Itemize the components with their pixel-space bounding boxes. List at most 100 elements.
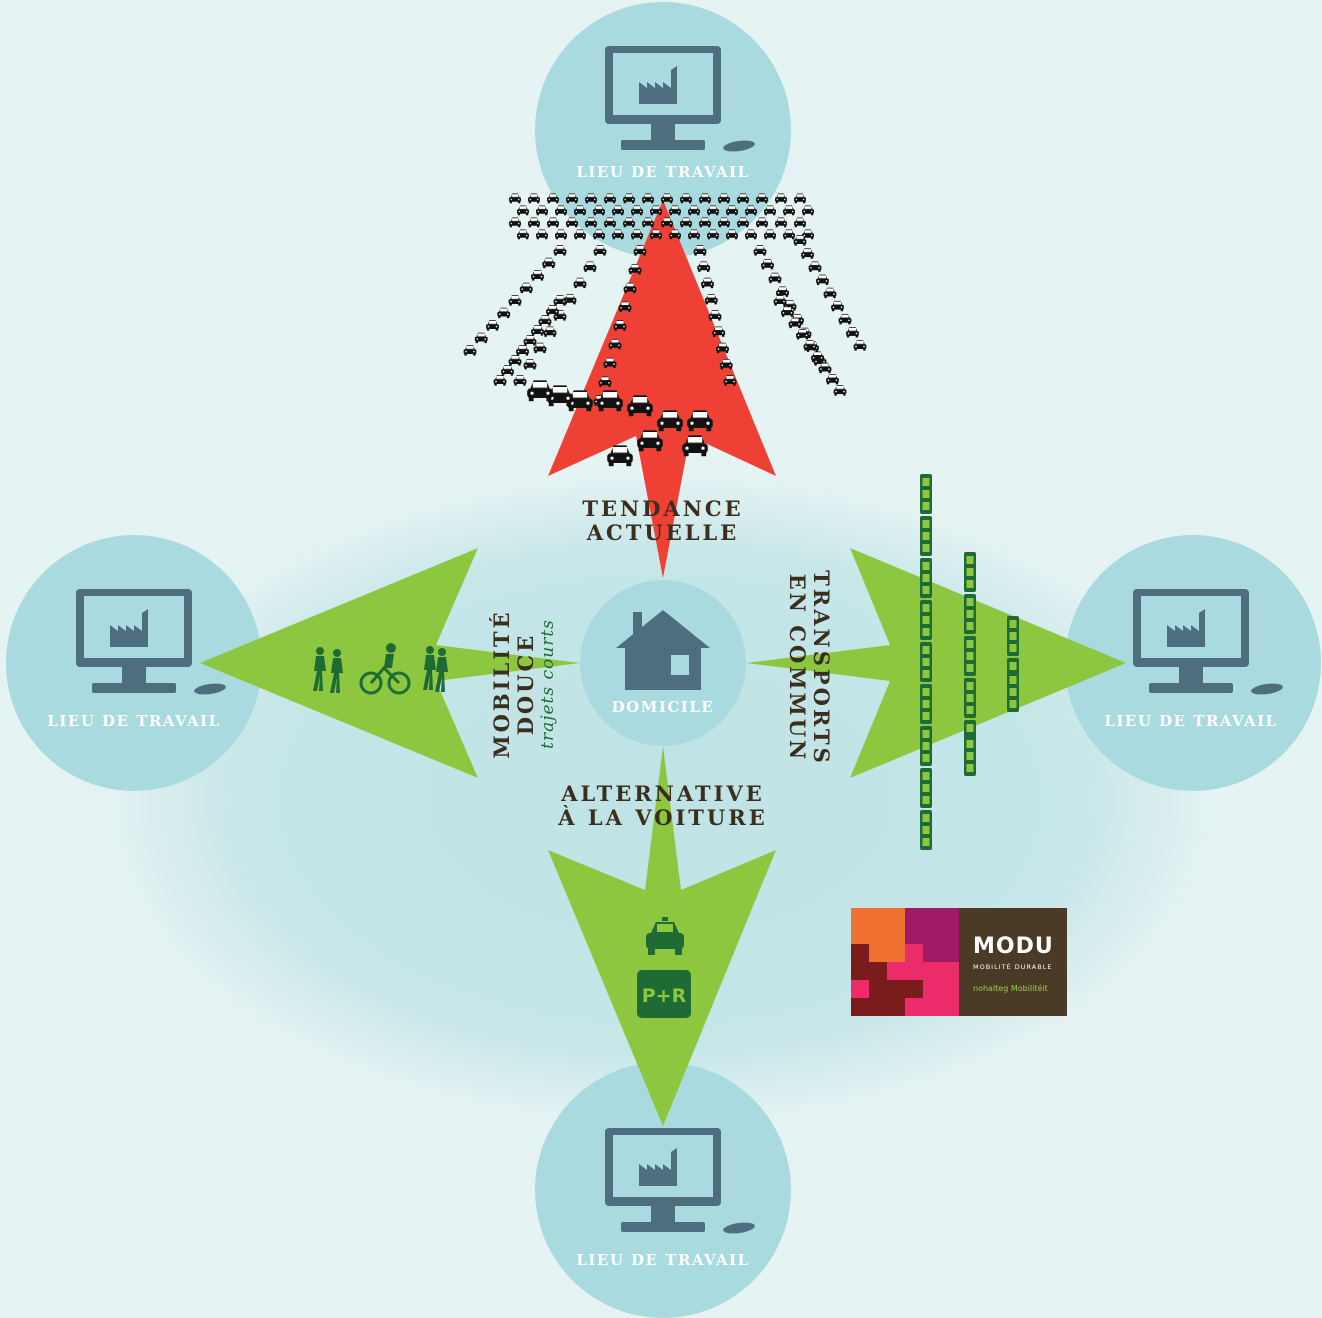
car-icon <box>745 229 757 240</box>
car-icon <box>531 325 544 336</box>
car-icon <box>463 345 477 356</box>
car-icon <box>508 295 522 306</box>
car-icon <box>775 217 787 228</box>
soft-mobility-icons <box>313 643 448 695</box>
car-icon <box>509 193 521 204</box>
car-icon <box>823 287 837 299</box>
car-icon <box>546 305 559 316</box>
car-icon <box>517 229 529 240</box>
car-icon <box>773 295 787 306</box>
workplace-right-label: LIEU DE TRAVAIL <box>1104 712 1278 730</box>
car-icon <box>646 917 684 955</box>
logo-subtitle: MOBILITÉ DURABLE <box>973 963 1053 971</box>
arrow-down-label: ALTERNATIVE À LA VOITURE <box>513 782 813 830</box>
car-icon <box>519 282 533 294</box>
parking-label: P+R <box>642 985 687 1007</box>
tram-icon <box>1007 616 1019 712</box>
arrow-left-label: MOBILITÉ DOUCE trajets courts <box>489 584 568 784</box>
car-icon <box>516 345 529 356</box>
arrow-up-line2: ACTUELLE <box>586 520 740 545</box>
logo-title: MODU <box>973 934 1054 959</box>
car-icon <box>553 295 567 306</box>
car-icon <box>761 258 774 270</box>
car-icon <box>833 385 847 396</box>
car-icon <box>513 375 527 386</box>
car-icon <box>543 326 557 337</box>
tram-icon <box>964 552 976 776</box>
parking-icon: P+R <box>637 970 691 1018</box>
car-icon <box>831 300 844 312</box>
arrow-up-line1: TENDANCE <box>582 496 744 521</box>
car-icon <box>794 193 806 204</box>
car-icon <box>531 270 544 281</box>
car-icon <box>553 245 567 256</box>
car-icon <box>794 217 806 228</box>
car-icon <box>573 277 587 289</box>
red-arrow-up <box>548 200 776 578</box>
arrow-down-line2: À LA VOITURE <box>558 805 768 830</box>
car-icon <box>768 272 782 284</box>
car-icon <box>542 257 556 269</box>
car-icon <box>756 217 768 228</box>
car-icon <box>802 205 814 216</box>
car-icon <box>497 307 511 319</box>
car-icon <box>818 362 832 374</box>
arrow-right-line1: TRANSPORTS <box>809 570 834 766</box>
tram-icon <box>920 474 932 850</box>
car-icon <box>701 277 714 289</box>
arrow-down-line1: ALTERNATIVE <box>561 781 765 806</box>
cyclist-icon <box>359 643 411 695</box>
car-icon <box>574 229 586 240</box>
logo-tagline: nohalteg Mobilitéit <box>973 984 1048 993</box>
workplace-top-label: LIEU DE TRAVAIL <box>576 163 750 181</box>
car-icon <box>708 310 722 321</box>
modu-logo: MODU MOBILITÉ DURABLE nohalteg Mobilitéi… <box>851 908 1067 1016</box>
car-icon <box>547 217 559 228</box>
car-icon <box>704 293 718 305</box>
car-icon <box>517 205 529 216</box>
arrow-left-line2: DOUCE <box>513 632 538 736</box>
car-icon <box>764 205 776 216</box>
home-label: DOMICILE <box>611 698 715 716</box>
car-icon <box>697 261 711 272</box>
car-icon <box>536 229 548 240</box>
car-icon <box>816 274 829 285</box>
workplace-bottom <box>535 1062 791 1318</box>
car-icon <box>764 229 776 240</box>
workplace-right <box>1065 535 1321 791</box>
workplace-left <box>6 535 262 791</box>
car-icon <box>583 261 597 272</box>
car-icon <box>853 340 867 351</box>
car-icon <box>493 375 507 386</box>
car-icon <box>801 248 814 259</box>
green-arrow-right <box>746 548 1126 778</box>
car-icon <box>528 193 540 204</box>
car-icon <box>808 261 822 272</box>
home-node <box>580 580 746 746</box>
car-icon <box>508 355 522 366</box>
car-icon <box>486 320 499 331</box>
car-icon <box>527 380 553 402</box>
car-icon <box>555 229 567 240</box>
car-icon <box>536 205 548 216</box>
car-icon <box>775 193 787 204</box>
workplace-bottom-label: LIEU DE TRAVAIL <box>576 1251 750 1269</box>
car-icon <box>753 245 767 256</box>
car-icon <box>523 335 537 346</box>
car-icon <box>509 217 521 228</box>
car-icon <box>826 373 839 385</box>
car-icon <box>593 245 607 256</box>
car-icon <box>846 327 859 338</box>
car-icon <box>838 313 852 325</box>
workplace-left-label: LIEU DE TRAVAIL <box>47 712 221 730</box>
arrow-left-line1: MOBILITÉ <box>489 609 514 759</box>
house-icon <box>616 610 710 690</box>
arrow-left-sub: trajets courts <box>538 619 558 749</box>
arrow-up-label: TENDANCE ACTUELLE <box>543 497 783 545</box>
modu-logo-mark <box>851 908 959 1016</box>
car-icon <box>607 445 633 467</box>
modu-logo-panel: MODU MOBILITÉ DURABLE nohalteg Mobilitéi… <box>959 908 1067 1016</box>
arrow-right-label: TRANSPORTS EN COMMUN <box>783 528 834 808</box>
car-icon <box>528 217 540 228</box>
